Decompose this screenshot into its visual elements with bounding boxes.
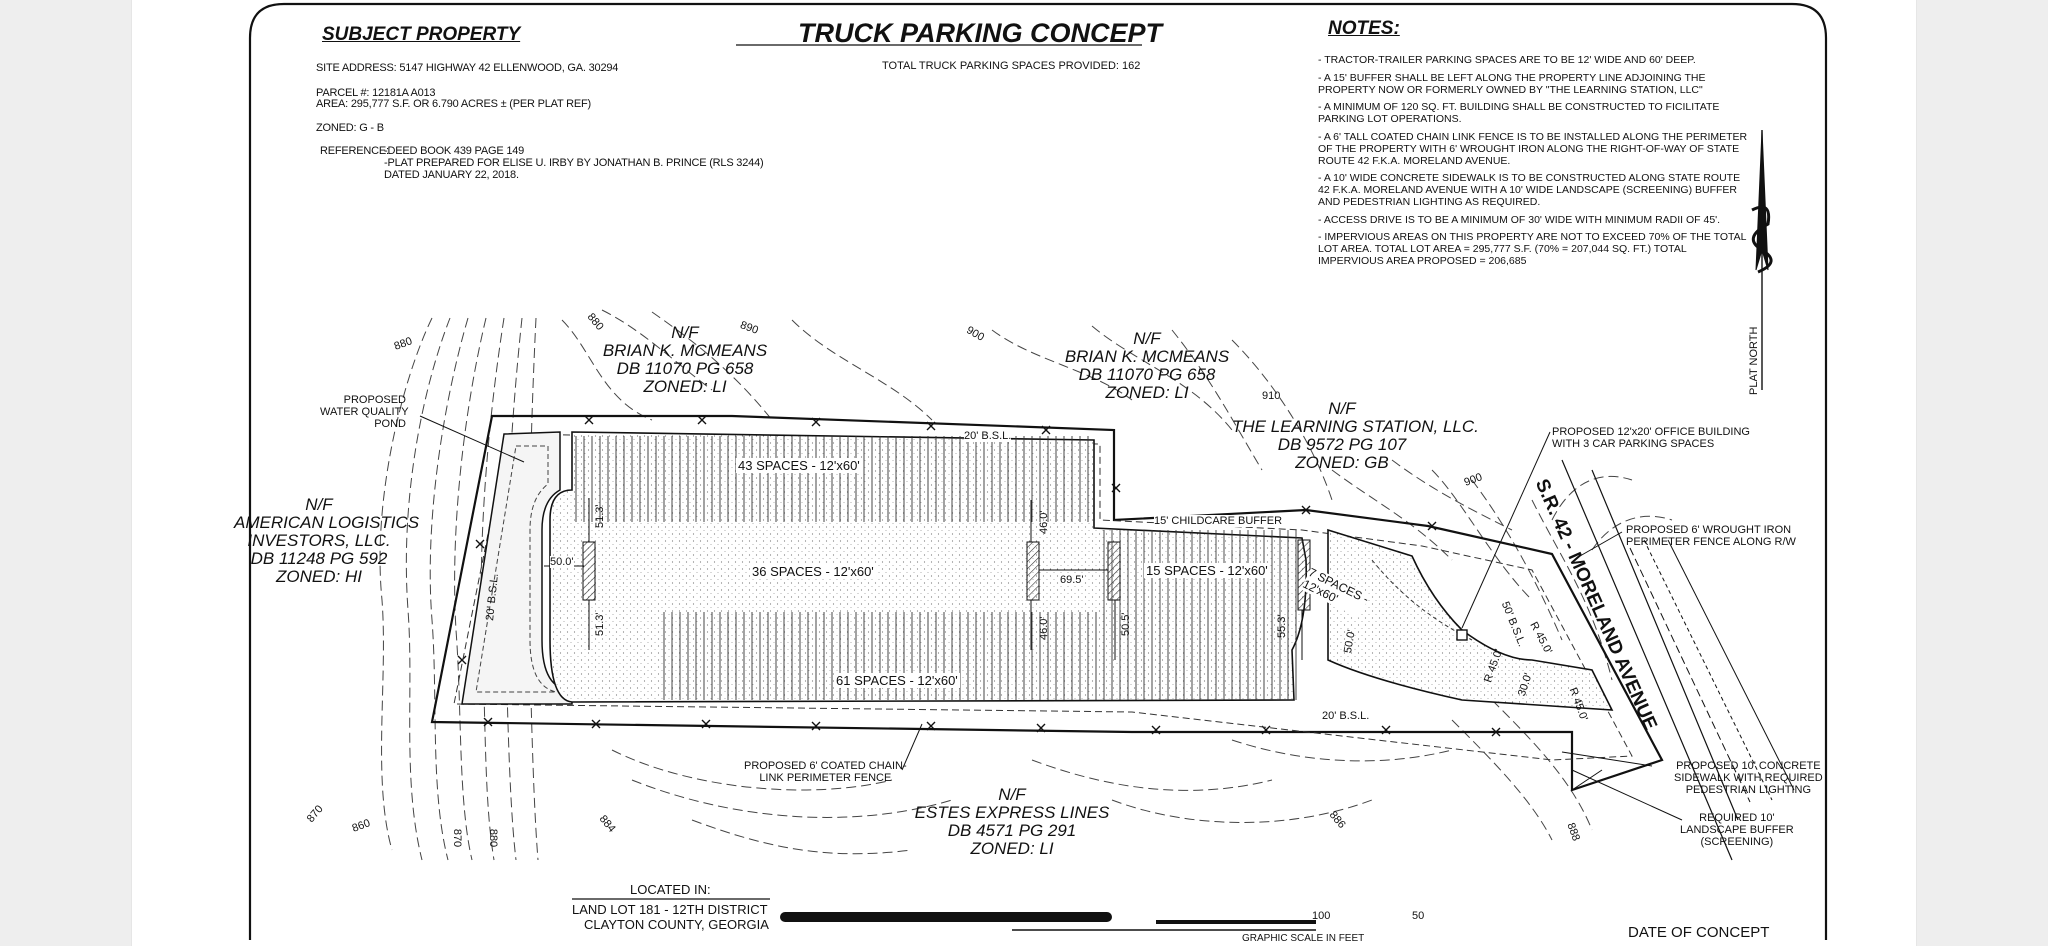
note-item: - IMPERVIOUS AREAS ON THIS PROPERTY ARE … (1318, 231, 1758, 267)
note-item: - A 6' TALL COATED CHAIN LINK FENCE IS T… (1318, 131, 1758, 167)
left-margin (0, 0, 132, 946)
parking-bottom-label: 61 SPACES - 12'x60' (834, 673, 960, 688)
note-line: - IMPERVIOUS AREAS ON THIS PROPERTY ARE … (1318, 231, 1747, 243)
date-of-concept: DATE OF CONCEPT (1628, 924, 1770, 941)
reference-label: REFERENCE: (320, 145, 389, 157)
note-item: - A MINIMUM OF 120 SQ. FT. BUILDING SHAL… (1318, 101, 1758, 125)
dim-51-3-upper: 51.3' (594, 504, 606, 528)
note-line: - TRACTOR-TRAILER PARKING SPACES ARE TO … (1318, 54, 1696, 66)
note-line: 42 F.K.A. MORELAND AVENUE WITH A 10' WID… (1318, 184, 1737, 196)
dim-69-5: 69.5' (1060, 574, 1084, 586)
parking-right-label: 15 SPACES - 12'x60' (1144, 563, 1270, 578)
dim-46-lower: 46.0' (1038, 616, 1050, 640)
page-title: TRUCK PARKING CONCEPT (798, 18, 1162, 48)
plat-north-label: PLAT NORTH (1748, 326, 1760, 395)
reference-date: DATED JANUARY 22, 2018. (384, 169, 519, 181)
contour-910: 910 (1262, 390, 1281, 402)
scale-100: 100 (1312, 910, 1331, 922)
contour-870-b: 870 (451, 828, 464, 848)
dim-50-5: 50.5' (1120, 612, 1132, 636)
parcel-number: PARCEL #: 12181A A013 (316, 87, 436, 99)
note-line: - A 10' WIDE CONCRETE SIDEWALK IS TO BE … (1318, 172, 1741, 184)
reference-plat: -PLAT PREPARED FOR ELISE U. IRBY BY JONA… (384, 157, 764, 169)
note-line: LOT AREA. TOTAL LOT AREA = 295,777 S.F. … (1318, 243, 1687, 255)
total-spaces: TOTAL TRUCK PARKING SPACES PROVIDED: 162 (882, 60, 1141, 72)
located-land-lot: LAND LOT 181 - 12TH DISTRICT (572, 902, 768, 917)
notes-heading: NOTES: (1328, 18, 1400, 39)
note-line: IMPERVIOUS AREA PROPOSED = 206,685 (1318, 255, 1527, 267)
dim-46-upper: 46.0' (1038, 510, 1050, 534)
bsl-top: 20' B.S.L. (964, 430, 1012, 442)
bsl-bottom: 20' B.S.L. (1322, 710, 1370, 722)
callout-chain-link-fence: PROPOSED 6' COATED CHAIN-LINK PERIMETER … (744, 760, 907, 784)
parcel-area: AREA: 295,777 S.F. OR 6.790 ACRES ± (PER… (316, 98, 592, 110)
plan-sheet: SUBJECT PROPERTY SITE ADDRESS: 5147 HIGH… (132, 0, 1916, 946)
north-arrow (1751, 129, 1773, 390)
note-line: PARKING LOT OPERATIONS. (1318, 113, 1462, 125)
dim-55-3: 55.3' (1276, 614, 1288, 638)
dim-51-3-lower: 51.3' (594, 612, 606, 636)
contour-880-c: 880 (487, 828, 500, 848)
note-item: - A 15' BUFFER SHALL BE LEFT ALONG THE P… (1318, 72, 1758, 96)
note-line: ROUTE 42 F.K.A. MORELAND AVENUE. (1318, 154, 1511, 167)
note-line: - A 15' BUFFER SHALL BE LEFT ALONG THE P… (1318, 71, 1706, 84)
site-address: SITE ADDRESS: 5147 HIGHWAY 42 ELLENWOOD,… (316, 62, 619, 74)
located-county: CLAYTON COUNTY, GEORGIA (584, 917, 769, 932)
note-line: PROPERTY NOW OR FORMERLY OWNED BY "THE L… (1318, 83, 1703, 96)
note-item: - ACCESS DRIVE IS TO BE A MINIMUM OF 30'… (1318, 214, 1758, 226)
located-in-heading: LOCATED IN: (630, 882, 711, 897)
parking-top-label: 43 SPACES - 12'x60' (736, 458, 862, 473)
dim-50: 50.0' (550, 556, 574, 568)
scale-label: GRAPHIC SCALE IN FEET (1242, 933, 1365, 944)
right-margin (1916, 0, 2048, 946)
note-line: OF THE PROPERTY WITH 6' WROUGHT IRON ALO… (1318, 142, 1740, 155)
note-line: - A MINIMUM OF 120 SQ. FT. BUILDING SHAL… (1318, 101, 1720, 113)
parking-middle-label: 36 SPACES - 12'x60' (750, 564, 876, 579)
reference-deed: -DEED BOOK 439 PAGE 149 (384, 145, 525, 157)
subject-property-heading: SUBJECT PROPERTY (322, 24, 521, 45)
note-item: - A 10' WIDE CONCRETE SIDEWALK IS TO BE … (1318, 172, 1758, 208)
note-line: - ACCESS DRIVE IS TO BE A MINIMUM OF 30'… (1318, 213, 1721, 226)
note-item: - TRACTOR-TRAILER PARKING SPACES ARE TO … (1318, 54, 1758, 66)
note-line: AND PEDESTRIAN LIGHTING AS REQUIRED. (1318, 196, 1541, 208)
childcare-buffer: 15' CHILDCARE BUFFER (1154, 515, 1283, 527)
note-line: - A 6' TALL COATED CHAIN LINK FENCE IS T… (1318, 130, 1748, 143)
parcel-zoning: ZONED: G - B (316, 122, 384, 134)
notes-list: - TRACTOR-TRAILER PARKING SPACES ARE TO … (1318, 54, 1758, 273)
scale-50: 50 (1412, 910, 1425, 922)
callout-landscape-buffer: REQUIRED 10'LANDSCAPE BUFFER(SCREENING) (1680, 812, 1794, 848)
scale-bar (780, 912, 1316, 931)
